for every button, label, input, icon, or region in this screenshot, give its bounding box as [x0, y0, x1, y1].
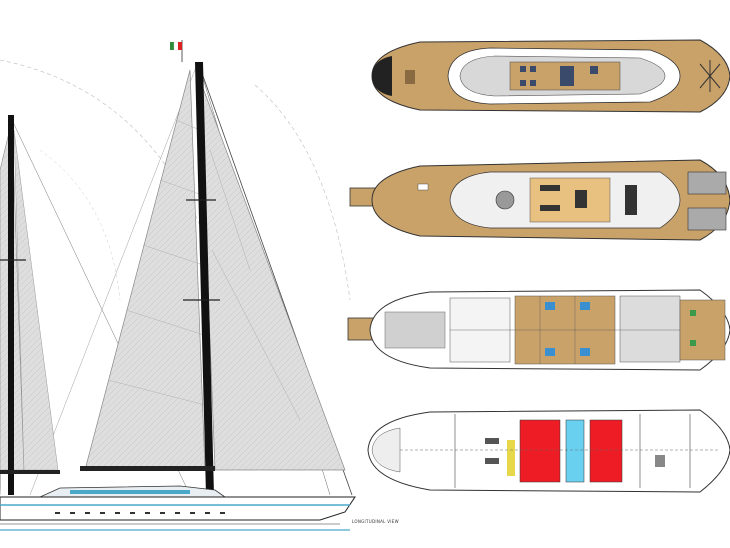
aft-mast [8, 115, 14, 495]
compass-rose-icon [699, 60, 721, 92]
tank-red [519, 419, 561, 483]
tender [687, 171, 727, 195]
tender [687, 207, 727, 231]
main-deck-plan [349, 159, 730, 241]
tank-blue [565, 419, 585, 483]
tank-yellow [507, 440, 515, 476]
genoa-sail [199, 79, 346, 471]
profile-view [0, 40, 356, 531]
deckhouse-windows [70, 490, 190, 494]
main-mast [195, 62, 214, 495]
helm-wheel-icon [495, 190, 515, 210]
tank-deck-plan [367, 409, 730, 493]
lower-deck-plan [347, 289, 730, 371]
longitudinal-view-caption: LONGITUDINAL VIEW [352, 519, 399, 524]
sail-seams [107, 119, 301, 421]
portholes [55, 512, 225, 514]
flag-green [170, 42, 174, 50]
rigging-arc [39, 149, 121, 301]
flag-white [173, 41, 179, 51]
main-boom [80, 466, 215, 471]
rigging-arc [254, 84, 351, 301]
mainsail [84, 69, 206, 471]
aft-boom [0, 470, 60, 474]
shroud [29, 61, 199, 496]
tank-red [589, 419, 623, 483]
flag-red [178, 42, 182, 50]
sun-deck-plan [371, 39, 730, 113]
hull [0, 496, 356, 521]
